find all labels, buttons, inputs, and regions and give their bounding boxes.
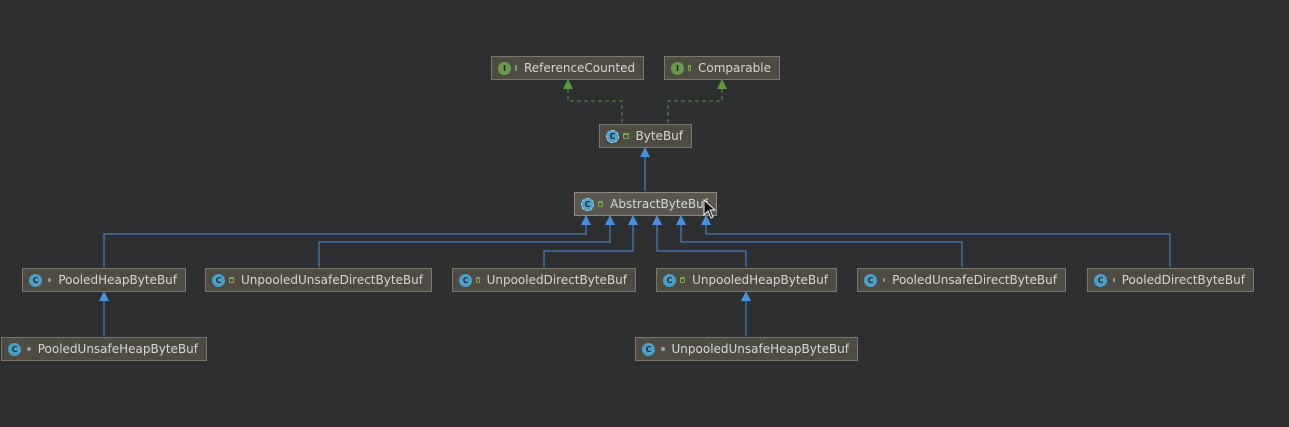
public-modifier-icon — [515, 65, 517, 71]
interface-icon: I — [671, 61, 684, 75]
node-label: UnpooledUnsafeDirectByteBuf — [240, 273, 423, 287]
arrowhead-extends — [652, 215, 662, 225]
public-modifier-icon — [623, 133, 629, 139]
public-modifier-icon — [680, 277, 686, 283]
node-label: UnpooledDirectByteBuf — [486, 273, 627, 287]
arrowhead-extends — [640, 147, 650, 157]
class-icon: C — [642, 342, 655, 356]
class-icon: C — [29, 273, 42, 287]
package-modifier-icon — [661, 347, 665, 351]
arrowhead-extends — [605, 215, 615, 225]
class-icon: C — [212, 273, 225, 287]
package-modifier-icon — [883, 278, 886, 282]
node-unpooledheapbytebuf[interactable]: C UnpooledHeapByteBuf — [656, 268, 837, 292]
node-referencecounted[interactable]: I ReferenceCounted — [491, 56, 644, 80]
arrowhead-extends — [581, 215, 591, 225]
node-pooledheapbytebuf[interactable]: C PooledHeapByteBuf — [22, 268, 186, 292]
public-modifier-icon — [229, 277, 234, 283]
package-modifier-icon — [48, 278, 52, 282]
public-modifier-icon — [688, 65, 691, 71]
edge-extends — [656, 216, 747, 267]
node-comparable[interactable]: I Comparable — [664, 56, 780, 80]
edge-implements — [667, 80, 723, 123]
edge-extends — [543, 216, 634, 267]
node-unpooleddirectbytebuf[interactable]: C UnpooledDirectByteBuf — [452, 268, 636, 292]
class-icon: C — [663, 273, 676, 287]
class-icon: C — [1094, 273, 1107, 287]
arrowhead-extends — [628, 215, 638, 225]
node-pooleddirectbytebuf[interactable]: C PooledDirectByteBuf — [1087, 268, 1254, 292]
arrowhead-extends — [676, 215, 686, 225]
arrowhead-extends — [701, 215, 711, 225]
node-label: PooledDirectByteBuf — [1121, 273, 1245, 287]
node-label: AbstractByteBuf — [610, 197, 708, 211]
class-icon: C — [459, 273, 472, 287]
arrowhead-implements — [563, 79, 573, 89]
node-label: PooledUnsafeDirectByteBuf — [892, 273, 1057, 287]
node-bytebuf[interactable]: C ByteBuf — [599, 124, 692, 148]
node-label: PooledHeapByteBuf — [58, 273, 177, 287]
arrowhead-extends — [741, 291, 751, 301]
node-unpooledunsafeheapbytebuf[interactable]: C UnpooledUnsafeHeapByteBuf — [635, 337, 858, 361]
package-modifier-icon — [1113, 278, 1115, 282]
abstract-class-icon: C — [581, 197, 594, 211]
edge-implements — [567, 80, 623, 123]
node-label: Comparable — [697, 61, 771, 75]
interface-icon: I — [498, 61, 511, 75]
abstract-class-icon: C — [606, 129, 619, 143]
edge-extends — [680, 216, 963, 267]
class-icon: C — [864, 273, 877, 287]
class-icon: C — [8, 342, 21, 356]
node-label: UnpooledUnsafeHeapByteBuf — [671, 342, 850, 356]
node-pooledunsafedirectbytebuf[interactable]: C PooledUnsafeDirectByteBuf — [857, 268, 1066, 292]
public-modifier-icon — [598, 201, 604, 207]
node-pooledunsafeheapbytebuf[interactable]: C PooledUnsafeHeapByteBuf — [1, 337, 207, 361]
mouse-cursor-icon — [703, 199, 717, 219]
node-abstractbytebuf[interactable]: C AbstractByteBuf — [574, 192, 717, 216]
arrowhead-extends — [99, 291, 109, 301]
edge-extends — [318, 216, 611, 267]
arrowhead-implements — [717, 79, 727, 89]
node-label: PooledUnsafeHeapByteBuf — [37, 342, 198, 356]
node-label: UnpooledHeapByteBuf — [692, 273, 828, 287]
node-label: ReferenceCounted — [524, 61, 636, 75]
node-unpooledunsafedirectbytebuf[interactable]: C UnpooledUnsafeDirectByteBuf — [205, 268, 432, 292]
package-modifier-icon — [27, 347, 31, 351]
public-modifier-icon — [476, 277, 480, 283]
node-label: ByteBuf — [635, 129, 683, 143]
